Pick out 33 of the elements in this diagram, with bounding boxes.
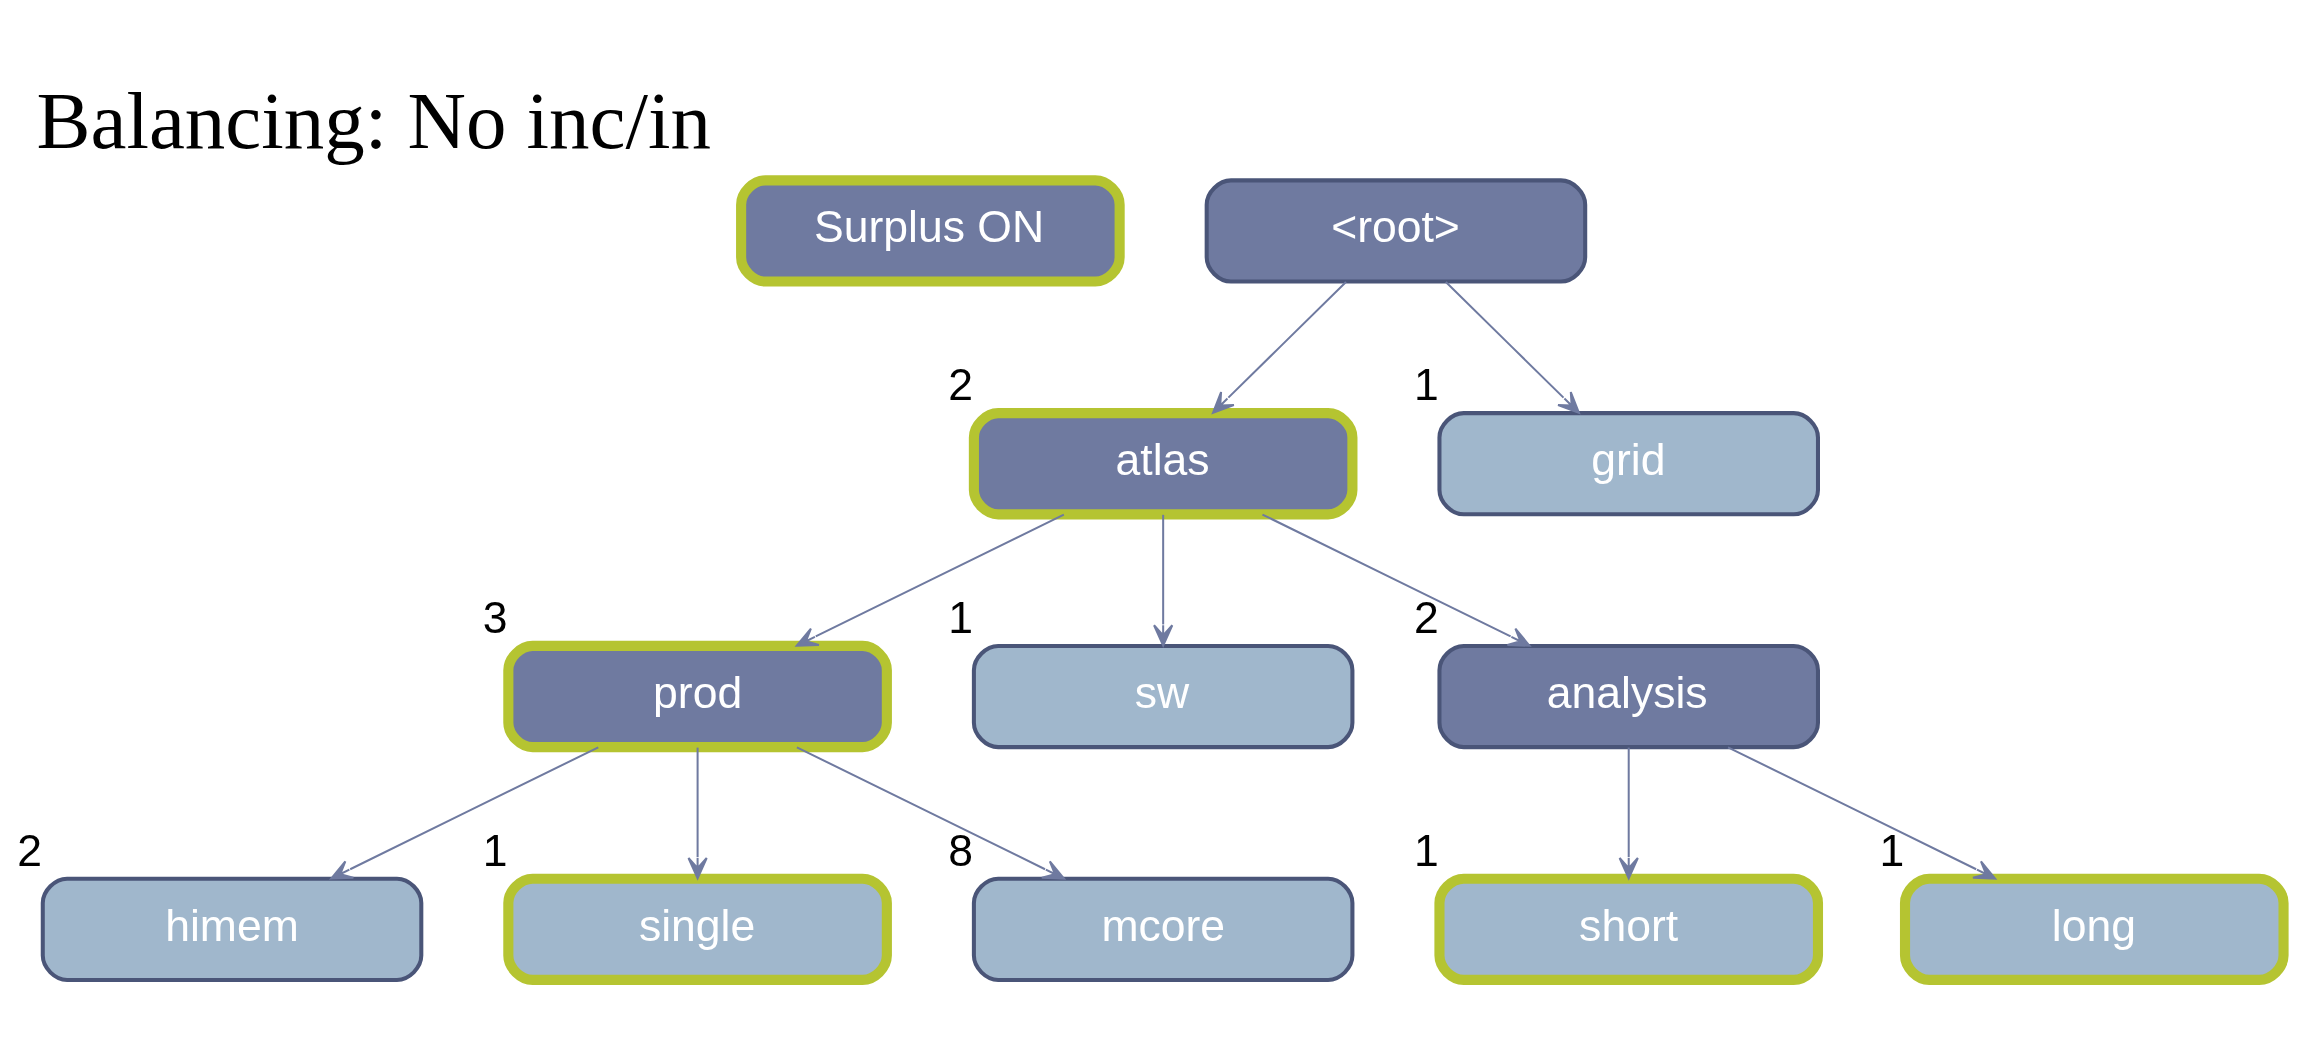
node-label: 1 <box>1413 825 1439 875</box>
node-box: himem <box>40 876 424 982</box>
node-box: Surplus ON <box>736 174 1125 287</box>
arrow <box>1212 280 1347 414</box>
arrow <box>795 513 1065 647</box>
node-box: single <box>503 873 892 985</box>
arrow <box>796 745 1065 880</box>
node-label: 2 <box>1413 592 1439 642</box>
node-label: 2 <box>948 359 974 409</box>
node-label: 1 <box>948 592 974 642</box>
arrow <box>1727 745 1997 880</box>
node-box: prod <box>503 640 892 752</box>
node-box: long <box>1899 873 2289 985</box>
arrow <box>1618 747 1639 879</box>
arrow <box>330 745 599 880</box>
arrow <box>1153 514 1174 646</box>
node-label: 8 <box>948 825 974 875</box>
node-box: atlas <box>968 407 1358 519</box>
node-label: 1 <box>1413 359 1439 409</box>
arrow <box>687 747 708 879</box>
node-box: mcore <box>971 876 1355 982</box>
node-label: 1 <box>1879 825 1905 875</box>
node-box: short <box>1434 873 1824 985</box>
node-label: 1 <box>482 825 508 875</box>
node-box: grid <box>1437 410 1820 516</box>
node-box: <root> <box>1204 177 1588 284</box>
node-label: 2 <box>17 825 42 875</box>
node-box: analysis <box>1437 643 1820 749</box>
diagram-title: Balancing: No inc/in <box>36 75 711 166</box>
node-box: sw <box>971 643 1355 749</box>
arrow <box>1262 513 1531 647</box>
node-label: 3 <box>482 592 508 642</box>
arrow <box>1445 280 1580 414</box>
